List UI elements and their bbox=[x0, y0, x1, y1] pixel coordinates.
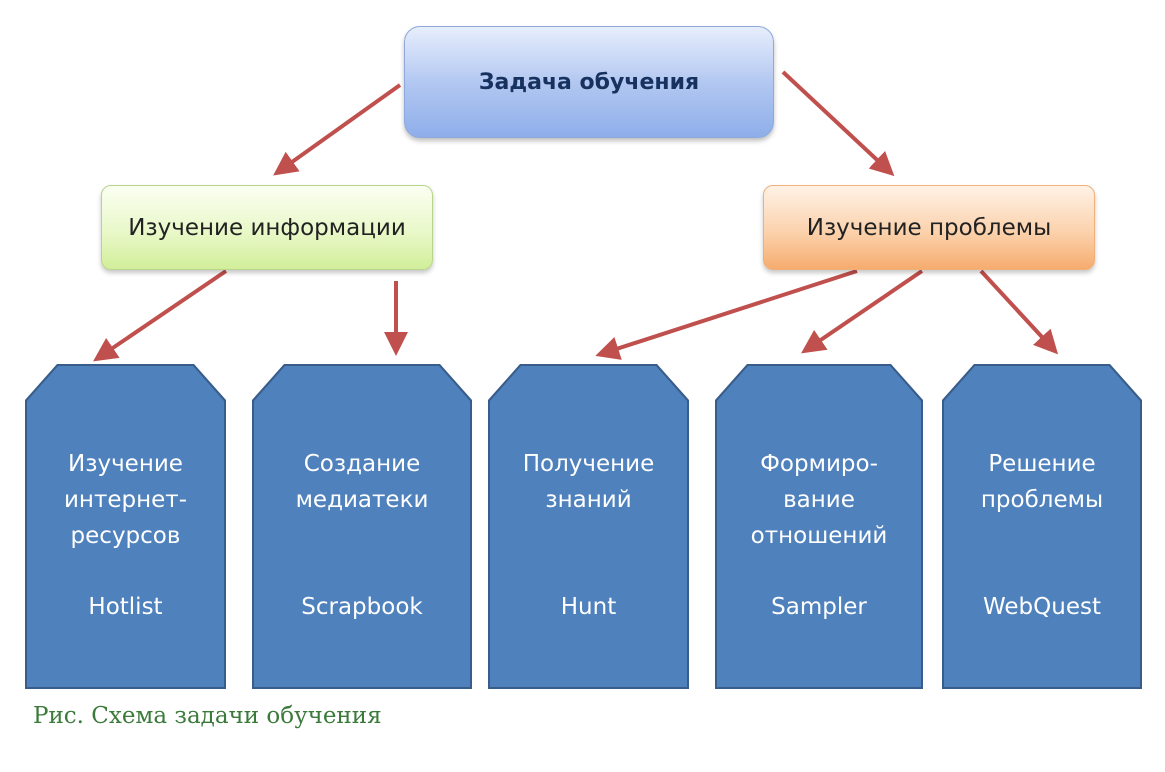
arrow-left-to-card1 bbox=[93, 269, 228, 362]
card-hunt: Получение знаний Hunt bbox=[488, 364, 689, 689]
card-tool: Hotlist bbox=[88, 594, 163, 620]
card-title: Формиро- вание отношений bbox=[750, 451, 888, 549]
branch-node-problem: Изучение проблемы bbox=[763, 185, 1095, 270]
root-node-label: Задача обучения bbox=[478, 69, 700, 95]
card-sampler: Формиро- вание отношений Sampler bbox=[715, 364, 923, 689]
root-node: Задача обучения bbox=[404, 26, 774, 138]
card-title: Решение проблемы bbox=[980, 451, 1104, 513]
arrow-root-to-left bbox=[273, 83, 402, 176]
card-tool: WebQuest bbox=[983, 594, 1101, 620]
card-title: Изучение интернет- ресурсов bbox=[63, 451, 188, 549]
card-hotlist: Изучение интернет- ресурсов Hotlist bbox=[25, 364, 226, 689]
card-webquest: Решение проблемы WebQuest bbox=[942, 364, 1142, 689]
arrow-root-to-right bbox=[781, 70, 895, 177]
branch-node-information: Изучение информации bbox=[101, 185, 433, 270]
card-title: Создание медиатеки bbox=[295, 451, 429, 513]
arrow-right-to-card5 bbox=[979, 269, 1059, 355]
figure-caption: Рис. Схема задачи обучения bbox=[33, 703, 382, 729]
arrow-right-to-card4 bbox=[801, 269, 924, 354]
card-scrapbook: Создание медиатеки Scrapbook bbox=[252, 364, 472, 689]
card-tool: Sampler bbox=[771, 594, 867, 620]
branch-node-problem-label: Изучение проблемы bbox=[806, 214, 1052, 241]
arrow-right-to-card3 bbox=[595, 269, 858, 360]
card-title: Получение знаний bbox=[522, 451, 655, 513]
card-tool: Hunt bbox=[560, 594, 617, 620]
card-tool: Scrapbook bbox=[301, 594, 423, 620]
branch-node-information-label: Изучение информации bbox=[128, 214, 406, 241]
